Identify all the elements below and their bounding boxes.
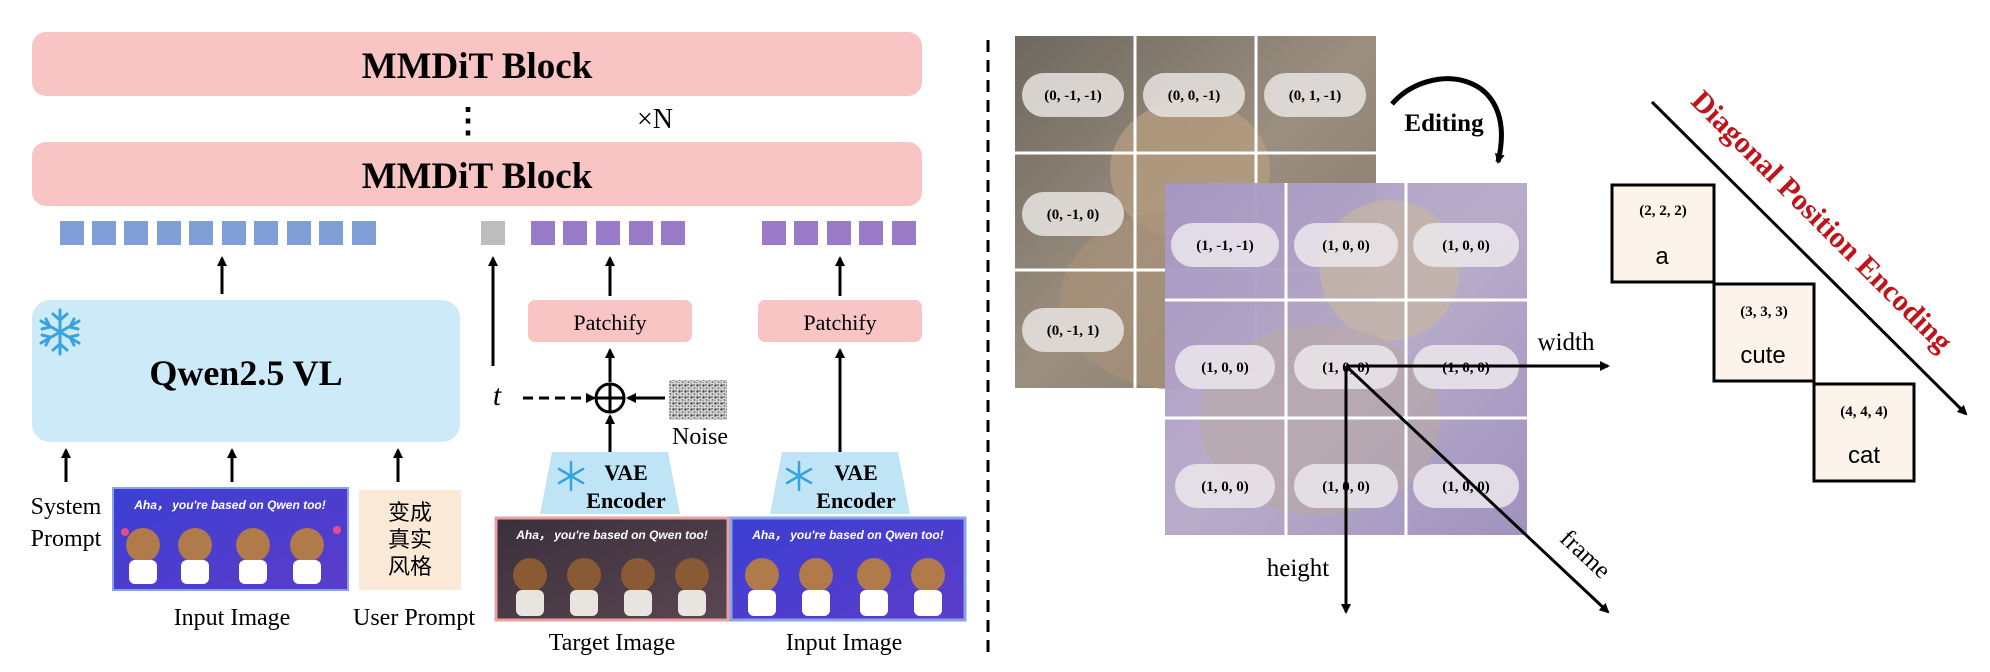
frame-axis bbox=[1344, 364, 1610, 614]
vae-encoder-2: VAE Encoder bbox=[770, 452, 910, 514]
token-word-cat: cat bbox=[1848, 442, 1880, 469]
patchify-label-1: Patchify bbox=[573, 310, 646, 335]
mmdit-block-bottom-label: MMDiT Block bbox=[362, 156, 593, 197]
token-box-a: (2, 2, 2) a bbox=[1610, 183, 1716, 284]
user-prompt-line-1: 变成 bbox=[388, 500, 432, 525]
front-grid-label-1: (1, -1, -1) bbox=[1196, 238, 1253, 254]
input-image-label-1: Input Image bbox=[174, 605, 291, 631]
patchify-block-1: Patchify bbox=[528, 300, 692, 342]
token-box-cat: (4, 4, 4) cat bbox=[1812, 382, 1916, 483]
patchify-block-2: Patchify bbox=[758, 300, 922, 342]
mmdit-block-top: MMDiT Block bbox=[32, 32, 922, 96]
target-token-row bbox=[531, 221, 685, 245]
timestep-label: t bbox=[493, 379, 502, 412]
thumb-caption-2: Aha， you're based on Qwen too! bbox=[515, 528, 708, 542]
editing-arrow bbox=[1390, 76, 1505, 164]
qwen-vl-label: Qwen2.5 VL bbox=[149, 353, 342, 393]
repeat-dots: ⋮ bbox=[451, 103, 485, 140]
token-word-a: a bbox=[1655, 243, 1669, 270]
text-token-row bbox=[60, 221, 376, 245]
vae-2-line1: VAE bbox=[834, 460, 878, 485]
front-grid-label-6: (1, 0, 0) bbox=[1442, 360, 1490, 376]
back-grid-label-5: (0, -1, 1) bbox=[1047, 323, 1100, 339]
height-label: height bbox=[1267, 555, 1330, 582]
back-grid-label-2: (0, 0, -1) bbox=[1168, 88, 1221, 104]
input-image-thumbnail-2: Aha， you're based on Qwen too! bbox=[729, 516, 967, 622]
timestep-token bbox=[481, 221, 505, 245]
back-grid-label-4: (0, -1, 0) bbox=[1047, 207, 1100, 223]
add-operator-icon bbox=[594, 382, 626, 414]
token-box-cute: (3, 3, 3) cute bbox=[1712, 282, 1816, 383]
front-grid-label-4: (1, 0, 0) bbox=[1201, 360, 1249, 376]
thumb-caption-1: Aha， you're based on Qwen too! bbox=[133, 498, 326, 512]
repeat-label: ×N bbox=[637, 104, 673, 135]
back-grid-label-3: (0, 1, -1) bbox=[1289, 88, 1342, 104]
vae-2-line2: Encoder bbox=[816, 488, 896, 513]
snowflake-icon bbox=[785, 460, 813, 492]
user-prompt-box: 变成 真实 风格 bbox=[359, 490, 461, 590]
token-word-cute: cute bbox=[1740, 342, 1785, 369]
vae-encoder-1: VAE Encoder bbox=[540, 452, 680, 514]
user-prompt-line-2: 真实 bbox=[388, 527, 432, 552]
front-grid-label-2: (1, 0, 0) bbox=[1322, 238, 1370, 254]
back-grid-label-1: (0, -1, -1) bbox=[1044, 88, 1101, 104]
noise-image bbox=[669, 380, 727, 420]
mmdit-block-top-label: MMDiT Block bbox=[362, 46, 593, 87]
editing-label: Editing bbox=[1404, 110, 1484, 137]
token-pos-a: (2, 2, 2) bbox=[1639, 203, 1687, 219]
target-image-thumbnail: Aha， you're based on Qwen too! bbox=[494, 516, 730, 622]
front-grid-label-3: (1, 0, 0) bbox=[1442, 238, 1490, 254]
noise-label: Noise bbox=[672, 424, 728, 450]
frame-label: frame bbox=[1555, 525, 1616, 585]
vae-1-line2: Encoder bbox=[586, 488, 666, 513]
input-image-thumbnail-1: Aha， you're based on Qwen too! bbox=[112, 487, 349, 591]
width-label: width bbox=[1538, 329, 1595, 356]
input-image-label-2: Input Image bbox=[786, 630, 903, 656]
diagonal-arrow bbox=[1650, 100, 1968, 416]
system-prompt-label-line2: Prompt bbox=[31, 526, 102, 552]
qwen-vl-block: Qwen2.5 VL bbox=[32, 300, 460, 442]
mmdit-block-bottom: MMDiT Block bbox=[32, 142, 922, 206]
token-pos-cat: (4, 4, 4) bbox=[1840, 404, 1888, 420]
thumb-caption-3: Aha， you're based on Qwen too! bbox=[751, 528, 944, 542]
target-image-label: Target Image bbox=[549, 630, 675, 656]
system-prompt-label-line1: System bbox=[31, 494, 102, 520]
front-grid-label-7: (1, 0, 0) bbox=[1201, 479, 1249, 495]
snowflake-icon bbox=[39, 308, 81, 356]
vae-1-line1: VAE bbox=[604, 460, 648, 485]
input-token-row bbox=[762, 221, 916, 245]
user-prompt-line-3: 风格 bbox=[388, 554, 432, 579]
user-prompt-label: User Prompt bbox=[353, 605, 475, 631]
snowflake-icon bbox=[557, 460, 585, 492]
token-pos-cute: (3, 3, 3) bbox=[1740, 304, 1788, 320]
patchify-label-2: Patchify bbox=[803, 310, 876, 335]
